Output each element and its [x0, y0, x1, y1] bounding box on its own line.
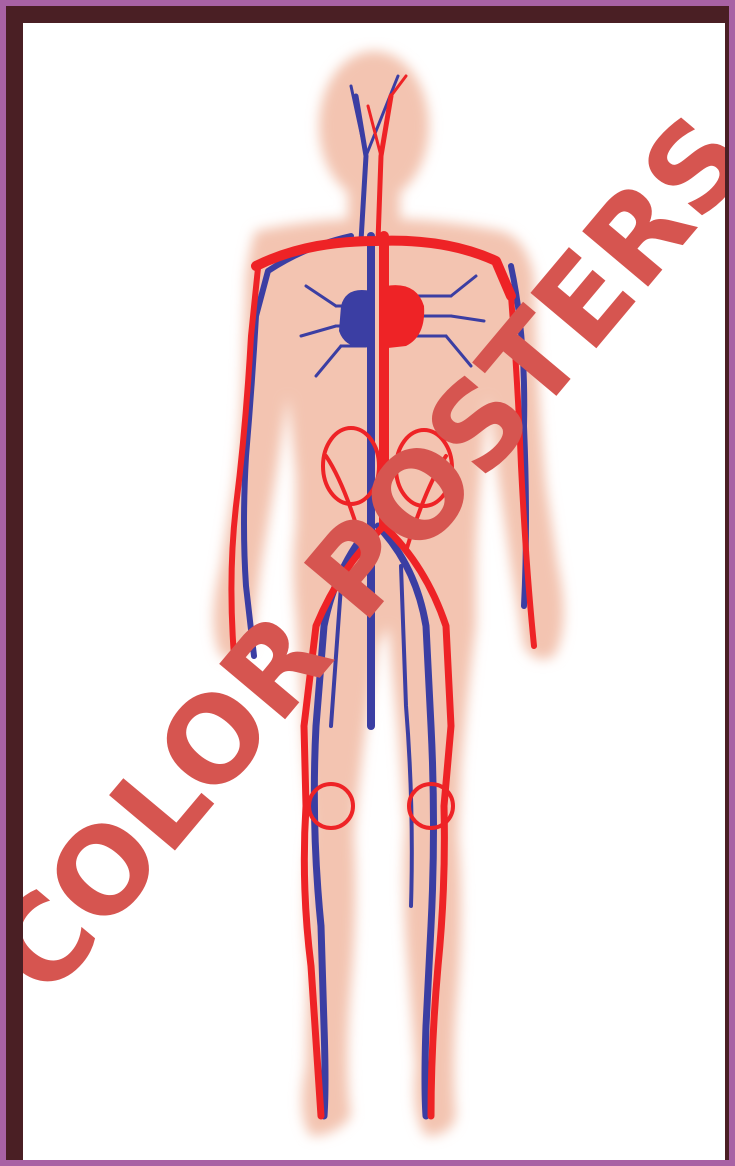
poster-paper: COLOR POSTERS — [23, 23, 725, 1160]
circulatory-system-illustration: COLOR POSTERS — [23, 23, 725, 1160]
poster-frame: COLOR POSTERS — [6, 6, 729, 1160]
